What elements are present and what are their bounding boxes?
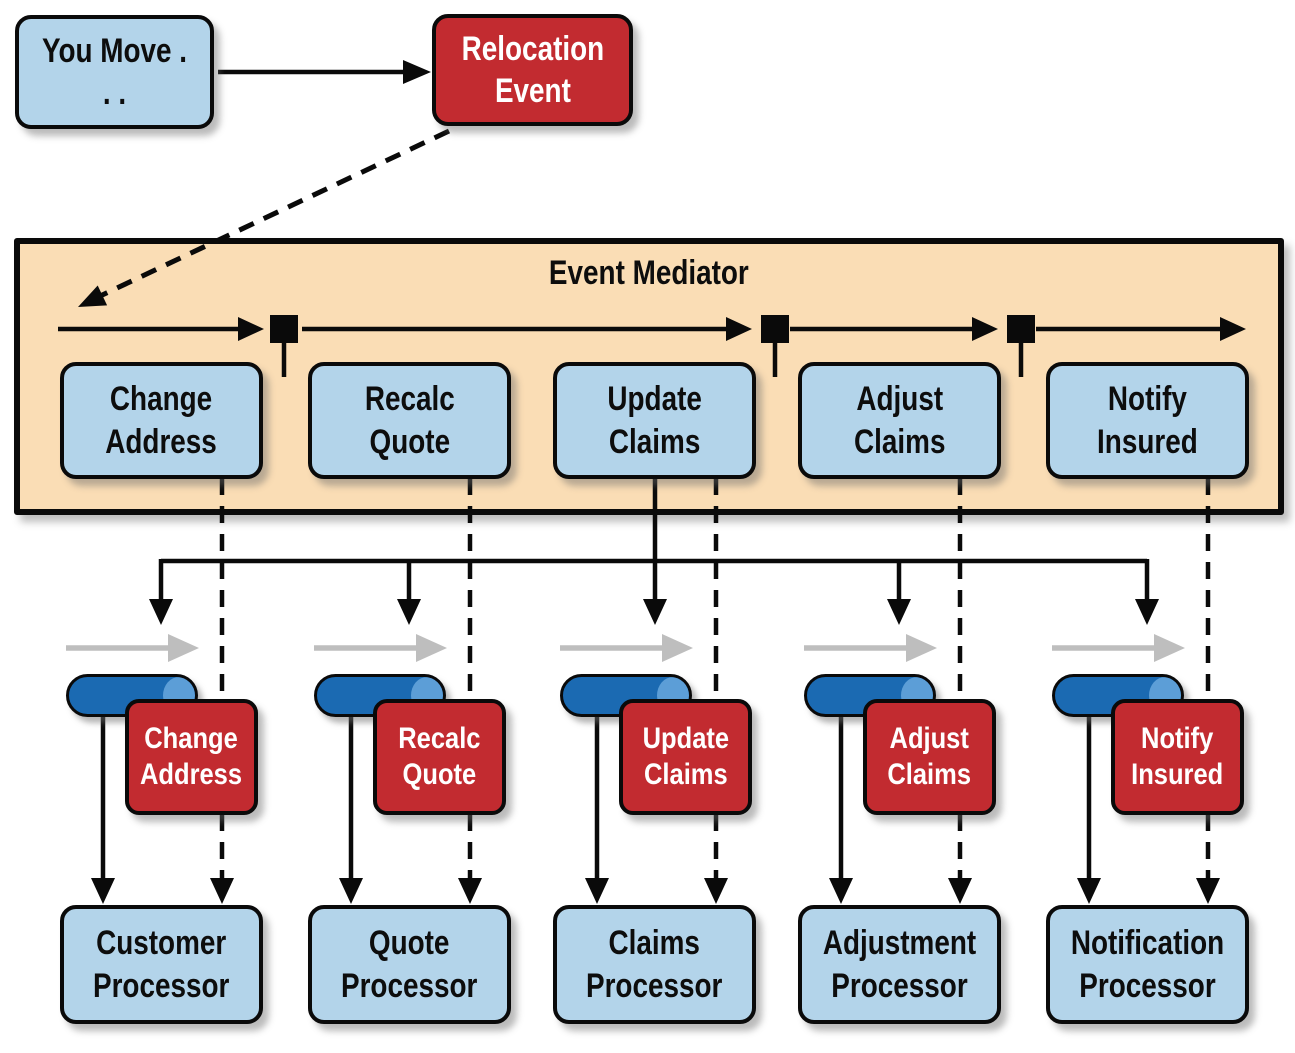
mediator-step-box-change-address: Change Address <box>60 362 263 479</box>
mediator-step-box-recalc-quote: Recalc Quote <box>308 362 511 479</box>
distribution-line <box>158 558 1150 601</box>
processor-box-claims: Claims Processor <box>553 905 756 1024</box>
mediator-dispatch-dashed-arrow <box>78 128 451 307</box>
channel-event-box-notify-insured: Notify Insured <box>1111 699 1244 815</box>
processor-arrowheads <box>91 878 1220 904</box>
event-mediator-title: Event Mediator <box>549 254 749 292</box>
channel-event-box-recalc-quote: Recalc Quote <box>373 699 506 815</box>
distribution-feed-line <box>643 478 667 625</box>
queue-to-processor-lines <box>100 710 1092 880</box>
channel-event-box-update-claims: Update Claims <box>619 699 752 815</box>
initiating-event-label: Relocation Event <box>461 29 604 111</box>
channel-event-box-change-address: Change Address <box>125 699 258 815</box>
processor-box-adjustment: Adjustment Processor <box>798 905 1001 1024</box>
initiating-event-box: Relocation Event <box>432 14 633 126</box>
sequence-marker-3 <box>1007 315 1035 343</box>
queue-flow-arrows-gray <box>66 634 1185 662</box>
processor-box-notification: Notification Processor <box>1046 905 1249 1024</box>
channel-event-box-adjust-claims: Adjust Claims <box>863 699 996 815</box>
processor-box-customer: Customer Processor <box>60 905 263 1024</box>
mediator-sequence-line <box>58 326 1222 377</box>
trigger-label: You Move . . . <box>41 31 188 113</box>
processor-box-quote: Quote Processor <box>308 905 511 1024</box>
sequence-marker-1 <box>270 315 298 343</box>
trigger-box: You Move . . . <box>15 15 214 129</box>
distribution-arrowheads <box>149 599 1159 625</box>
mediator-step-box-notify-insured: Notify Insured <box>1046 362 1249 479</box>
sequence-markers <box>270 315 1035 343</box>
sequence-marker-2 <box>761 315 789 343</box>
mediator-step-box-update-claims: Update Claims <box>553 362 756 479</box>
event-channel-dashed-lines <box>219 478 1211 880</box>
trigger-arrow <box>218 60 431 84</box>
mediator-sequence-arrowheads <box>238 317 1246 341</box>
mediator-step-box-adjust-claims: Adjust Claims <box>798 362 1001 479</box>
